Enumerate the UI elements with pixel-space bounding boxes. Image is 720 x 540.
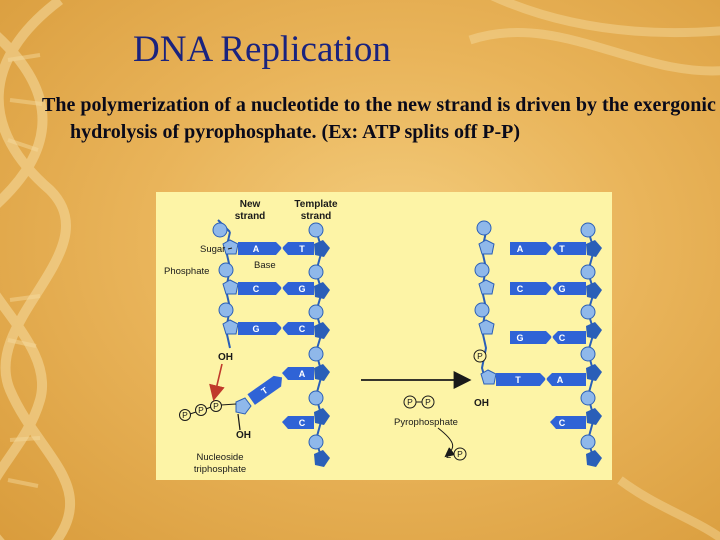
left-base-pair-4: A [282,367,314,380]
right-base-pair-2: C G [510,282,586,295]
left-pair-4-template-base: A [299,369,306,379]
left-base-pair-1: A T [238,242,314,255]
left-pair-5-template-base: C [299,418,306,428]
header-template-strand-2: strand [301,211,332,222]
left-base-pair-5: C [282,416,314,429]
incoming-nucleoside-triphosphate: T P P P [179,375,283,431]
right-base-pair-4: T A [496,373,586,386]
label-phosphate: Phosphate [164,266,209,277]
left-template-strand [308,222,330,467]
right-pair-2-new-base: C [517,284,524,294]
right-pair-2-template-base: G [558,284,565,294]
slide-body-text: The polymerization of a nucleotide to th… [42,94,716,143]
right-new-strand: P [473,220,497,385]
right-pair-4-template-base: A [557,375,564,385]
header-new-strand-2: strand [235,211,266,222]
pyrophosphate-product: P P Pyrophosphate 2 P [394,395,467,461]
right-template-strand [580,222,602,467]
right-pair-1-new-base: A [517,244,524,254]
left-pair-3-new-base: G [252,324,259,334]
label-oh-right: OH [474,398,489,409]
left-pair-1-new-base: A [253,244,260,254]
label-nucleoside-2: triphosphate [194,464,246,475]
right-pair-5-template-base: C [559,418,566,428]
right-base-pair-3: G C [510,331,586,344]
left-pair-3-template-base: C [299,324,306,334]
label-pyrophosphate: Pyrophosphate [394,417,458,428]
triphosphate-p-2: P [198,405,204,415]
pyrophosphate-p-1: P [407,397,413,407]
label-pi: P [457,449,463,459]
label-base: Base [254,260,276,271]
label-sugar: Sugar [200,244,225,255]
left-pair-1-template-base: T [299,244,305,254]
right-base-pair-5: C [550,416,586,429]
label-two-pi-prefix: 2 [446,450,451,461]
header-template-strand-1: Template [294,199,338,210]
left-new-strand [212,219,239,349]
slide-title: DNA Replication [133,29,391,70]
triphosphate-p-1: P [182,410,188,420]
right-pair-1-template-base: T [559,244,565,254]
replication-figure: New strand Template strand [156,192,612,480]
label-oh-incoming: OH [236,430,251,441]
header-new-strand-1: New [240,199,261,210]
incoming-base: T [259,385,270,397]
left-pair-2-template-base: G [298,284,305,294]
label-nucleoside-1: Nucleoside [197,452,244,463]
left-pair-2-new-base: C [253,284,260,294]
left-base-pair-3: G C [238,322,314,335]
pyrophosphate-p-2: P [425,397,431,407]
label-oh-left: OH [218,352,233,363]
right-pair-3-new-base: G [516,333,523,343]
right-pair-3-template-base: C [559,333,566,343]
left-base-pair-2: C G [238,282,314,295]
right-base-pair-1: A T [510,242,586,255]
right-pair-4-new-base: T [515,375,521,385]
triphosphate-p-3: P [213,401,219,411]
bond-formation-arrow [209,363,225,402]
right-phosphate-p: P [477,351,483,361]
